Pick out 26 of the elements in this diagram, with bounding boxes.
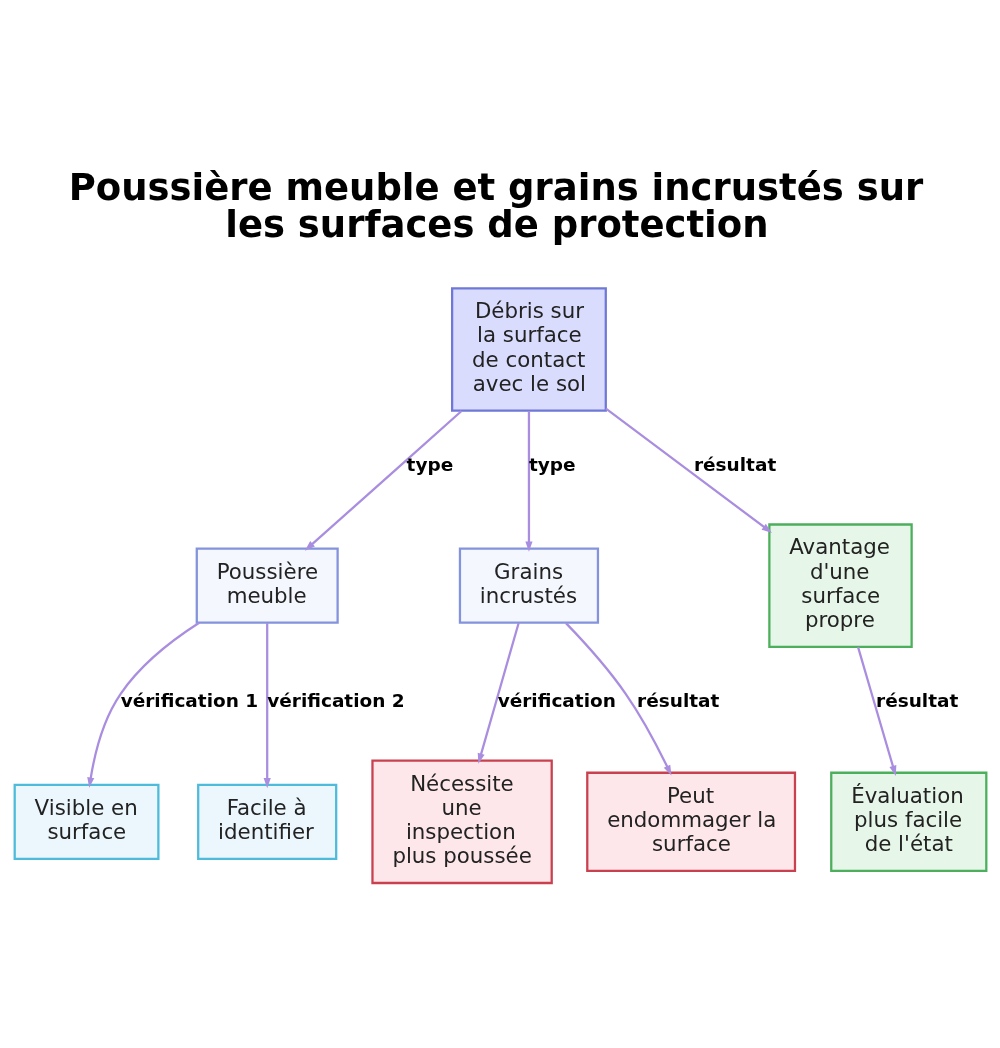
diagram-title: Poussière meuble et grains incrustés sur les surfaces de protection <box>68 165 923 246</box>
arrow <box>564 621 671 776</box>
node-box: Débris sur la surface de contact avec le sol <box>450 286 607 412</box>
arrow <box>856 646 896 776</box>
edge-label: résultat <box>875 689 958 711</box>
node-box: Peut endommager la surface <box>585 771 796 872</box>
edge-label: résultat <box>636 689 719 711</box>
arrow <box>477 622 520 764</box>
arrow <box>263 622 271 788</box>
edge-label: type <box>528 453 576 475</box>
node-box: Poussière meuble <box>195 547 339 624</box>
node-box: Évaluation plus facile de l'état <box>829 771 987 872</box>
node-box: Visible en surface <box>13 783 159 860</box>
edge-label: vérification 1 <box>120 689 258 711</box>
node-box: Facile à identifier <box>196 783 337 860</box>
arrow <box>604 407 772 533</box>
arrow <box>304 409 462 551</box>
node-box: Nécessite une inspection plus poussée <box>370 759 553 884</box>
edge-label: vérification <box>497 689 616 711</box>
node-box: Grains incrustés <box>458 547 599 624</box>
edge-label: vérification 2 <box>266 689 405 711</box>
edge-label: type <box>406 453 453 475</box>
node-box: Avantage d'une surface propre <box>767 522 913 648</box>
arrow <box>86 621 200 788</box>
arrow <box>524 410 533 552</box>
edge-label: résultat <box>693 453 776 475</box>
